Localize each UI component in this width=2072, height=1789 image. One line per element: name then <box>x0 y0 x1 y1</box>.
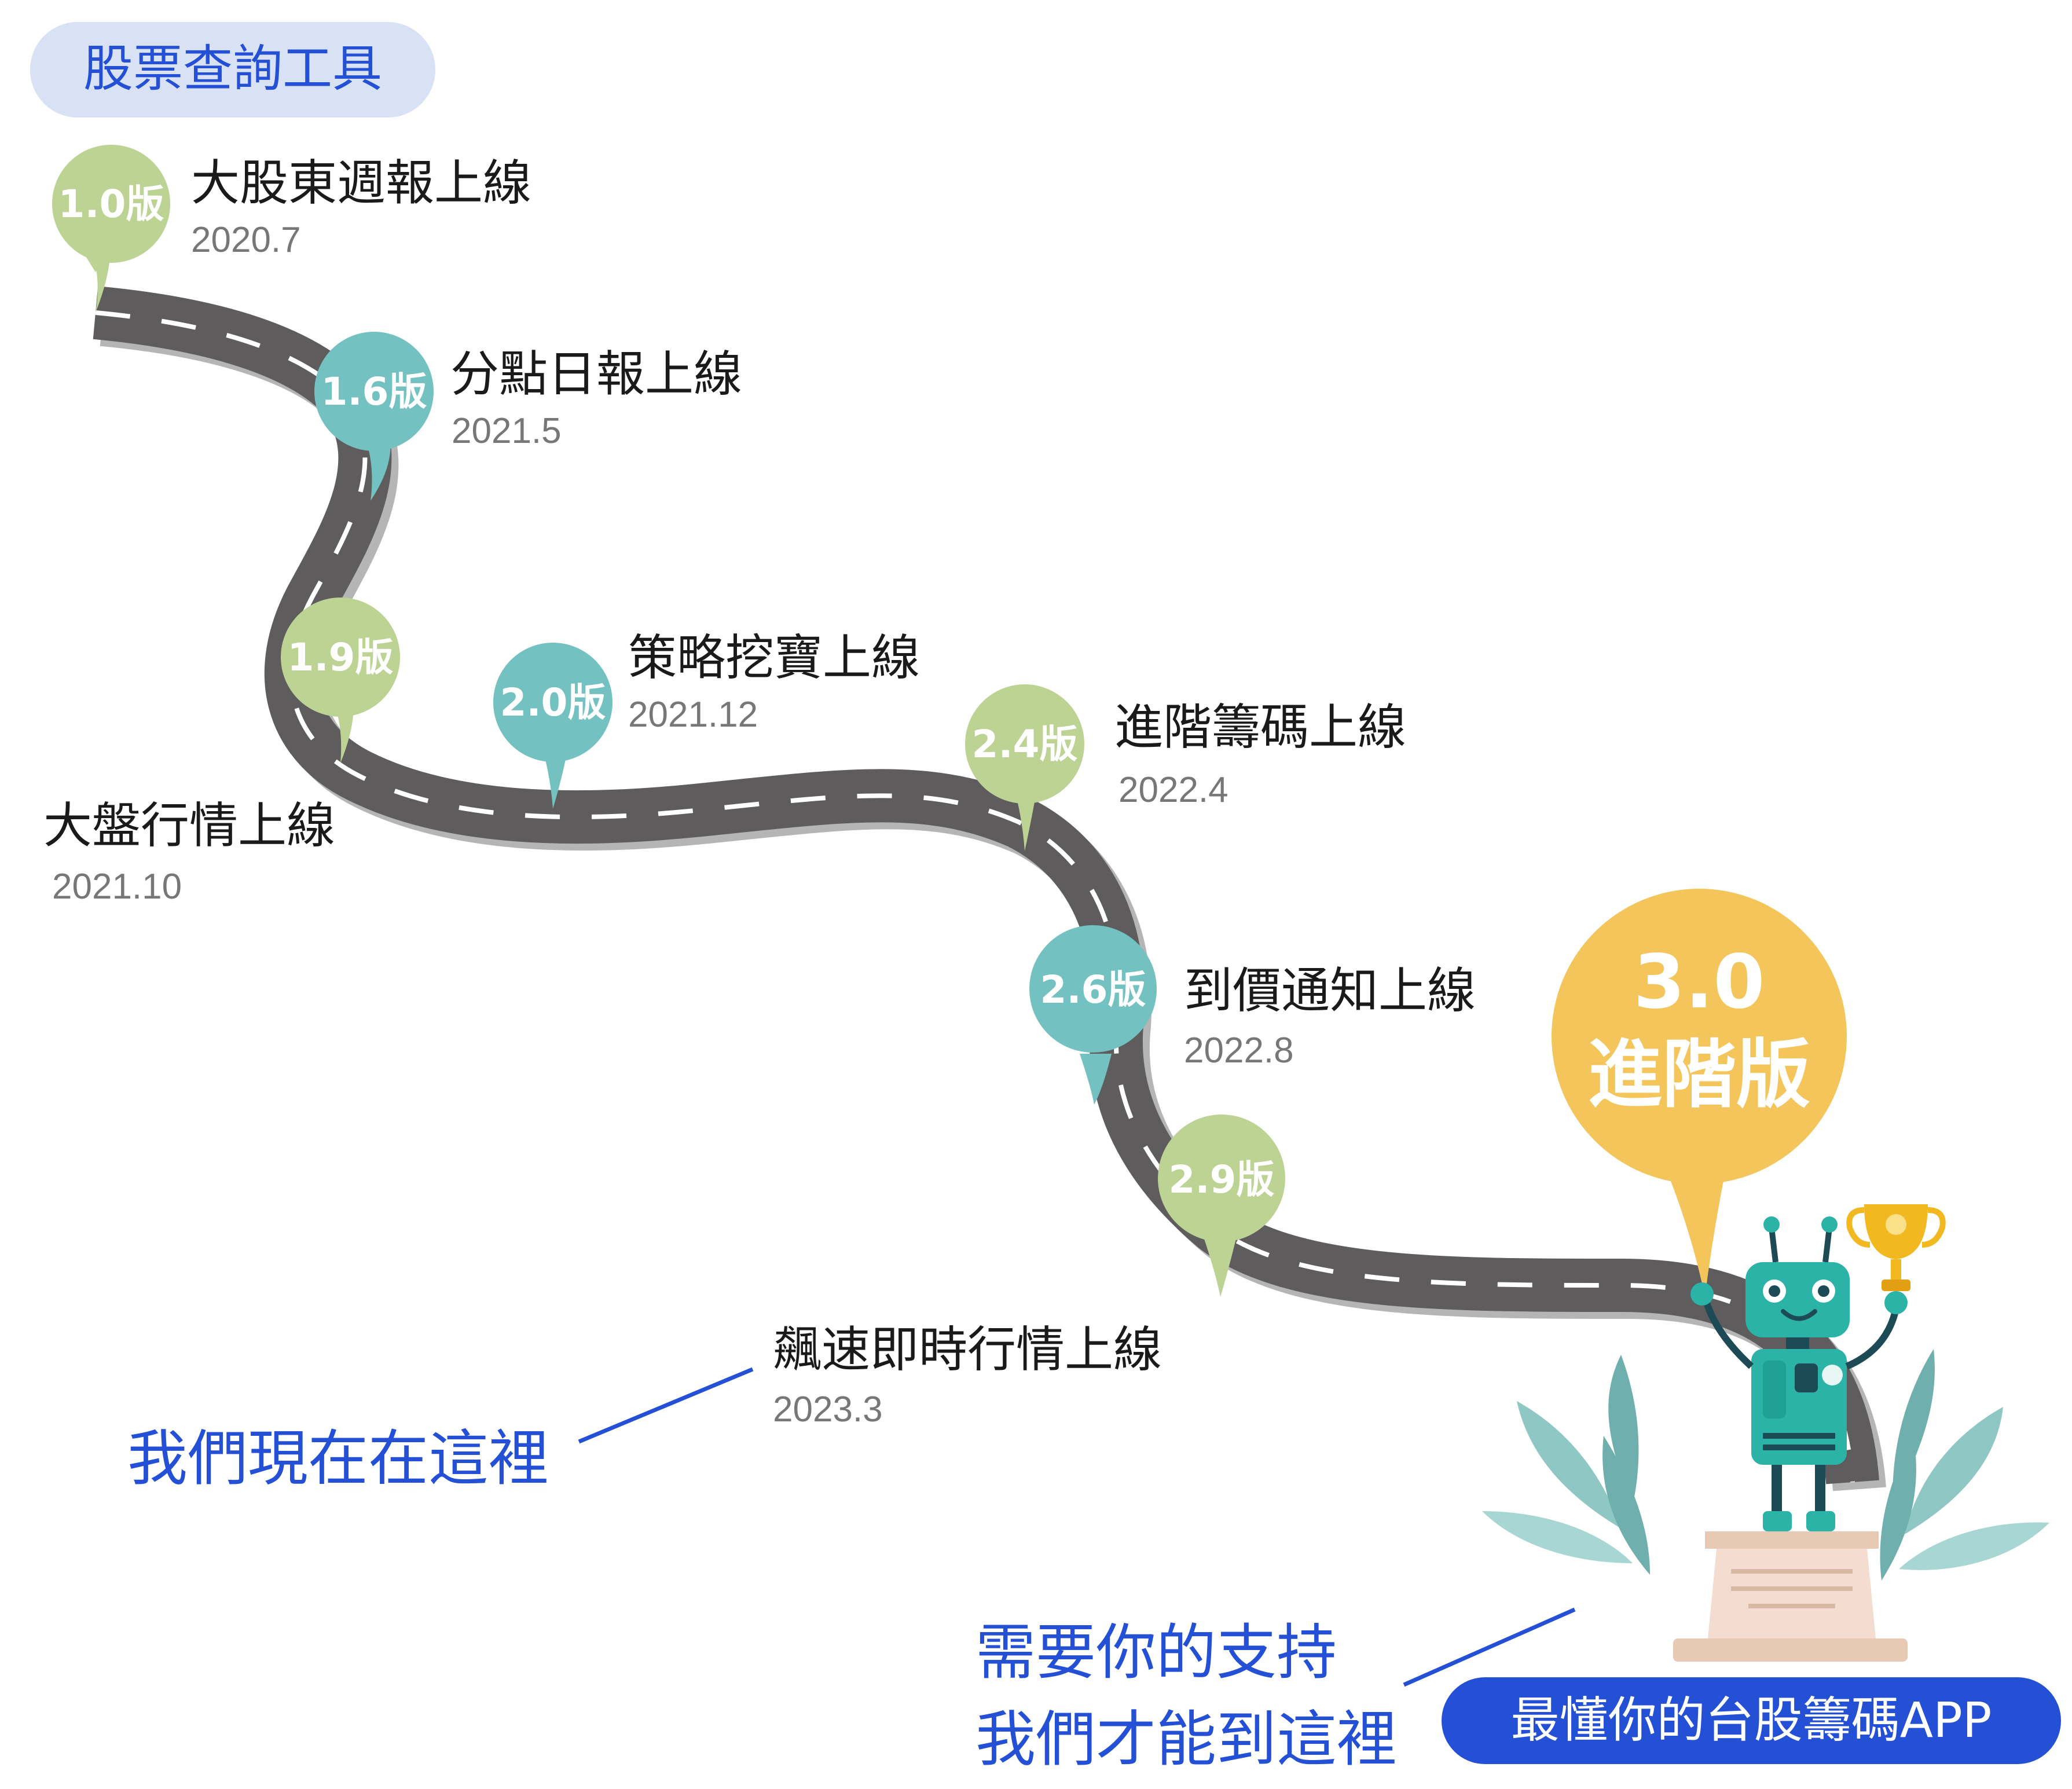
milestone-pin-2: 1.6版 <box>314 332 434 501</box>
milestone-pin-5: 2.4版 <box>965 684 1084 851</box>
milestone-date: 2022.8 <box>1184 1031 1294 1071</box>
milestone-version: 1.9版 <box>288 635 394 680</box>
robot-icon <box>1690 1216 1908 1531</box>
here-pointer-line <box>578 1367 754 1444</box>
milestone-version: 2.4版 <box>972 722 1078 767</box>
milestone-version: 1.0版 <box>58 182 164 226</box>
leaves-right-icon <box>1880 1349 2049 1581</box>
milestone-date: 2022.4 <box>1118 770 1228 810</box>
final-version-pin: 3.0 進階版 <box>1552 889 1847 1297</box>
app-badge-label: 最懂你的台股籌碼APP <box>1511 1692 1992 1748</box>
milestone-date: 2021.5 <box>452 411 562 451</box>
milestone-pin-3: 1.9版 <box>281 597 400 763</box>
milestone-pin-1: 1.0版 <box>52 145 170 313</box>
category-tag: 股票查詢工具 <box>30 22 435 118</box>
category-tag-label: 股票查詢工具 <box>83 40 382 98</box>
milestone-pin-7: 2.9版 <box>1158 1115 1285 1297</box>
final-version-number: 3.0 <box>1634 939 1765 1025</box>
milestone-title: 到價通知上線 <box>1184 962 1476 1019</box>
milestone-pin-6: 2.6版 <box>1029 925 1157 1105</box>
road-center-dashes <box>95 310 1855 1483</box>
pedestal <box>1673 1531 1908 1662</box>
milestone-date: 2023.3 <box>773 1390 883 1429</box>
app-badge: 最懂你的台股籌碼APP <box>1442 1677 2061 1764</box>
milestone-date: 2021.12 <box>628 695 758 735</box>
milestone-title: 策略挖寶上線 <box>628 629 920 686</box>
final-version-label: 進階版 <box>1588 1032 1810 1118</box>
milestone-title: 飆速即時行情上線 <box>773 1321 1162 1378</box>
milestone-version: 1.6版 <box>321 369 427 414</box>
support-note-line2: 我們才能到這裡 <box>976 1704 1397 1775</box>
milestone-title: 分點日報上線 <box>450 346 742 402</box>
support-pointer-line <box>1403 1607 1576 1687</box>
milestone-version: 2.6版 <box>1040 967 1146 1012</box>
here-note: 我們現在在這裡 <box>127 1423 549 1494</box>
milestone-date: 2021.10 <box>52 867 182 907</box>
road <box>93 286 1886 1491</box>
milestone-title: 進階籌碼上線 <box>1114 699 1406 756</box>
milestone-version: 2.9版 <box>1169 1157 1275 1202</box>
support-note-line1: 需要你的支持 <box>976 1617 1337 1688</box>
milestone-date: 2020.7 <box>191 220 301 260</box>
milestone-version: 2.0版 <box>500 680 606 725</box>
milestone-title: 大盤行情上線 <box>43 797 335 854</box>
trophy-icon <box>1846 1204 1946 1291</box>
milestone-title: 大股東週報上線 <box>191 155 531 211</box>
leaves-left-icon <box>1482 1355 1650 1575</box>
milestone-pin-4: 2.0版 <box>493 643 613 809</box>
